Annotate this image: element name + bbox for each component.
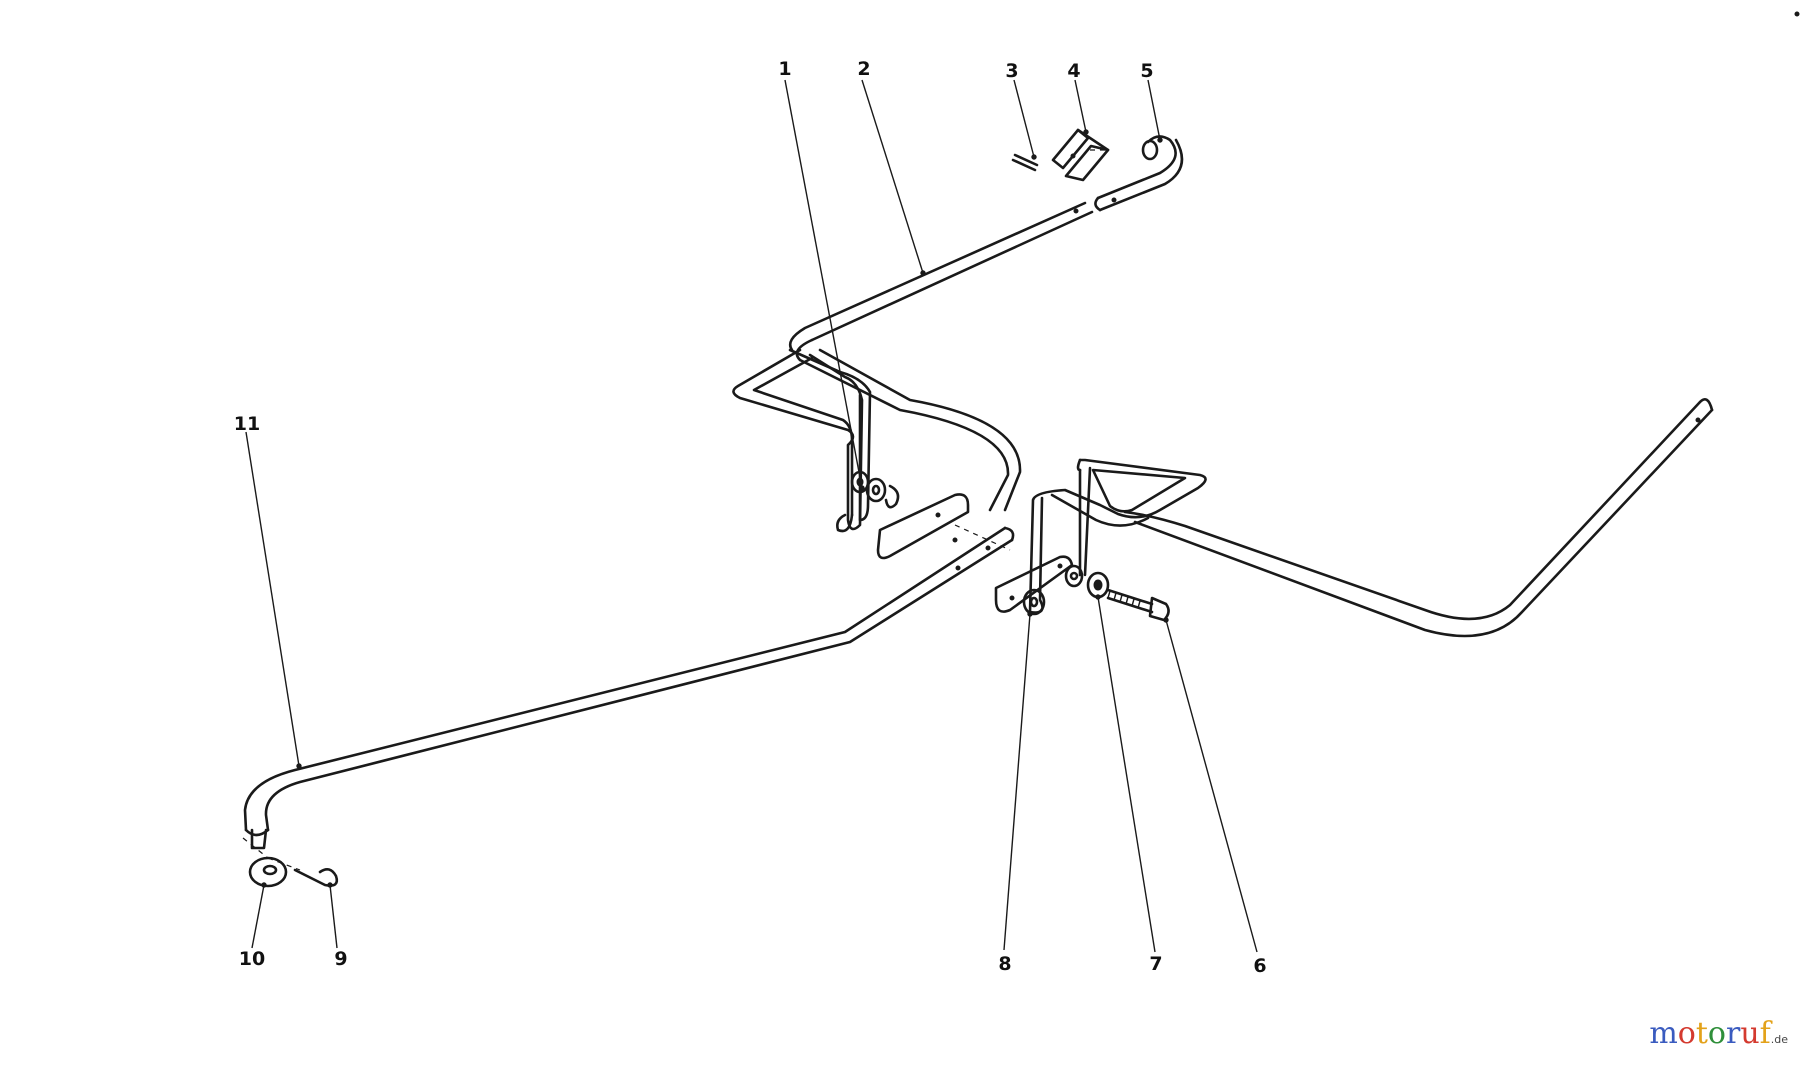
upper-rod-part-2 <box>788 201 1094 362</box>
callout-10: 10 <box>239 948 265 970</box>
pin-part-3 <box>1011 153 1039 172</box>
watermark-letter: o <box>1677 1016 1696 1051</box>
right-rod <box>1123 398 1714 638</box>
callout-9: 9 <box>334 948 347 970</box>
callout-5: 5 <box>1140 60 1153 82</box>
dashed-center-lines <box>954 149 1108 551</box>
bolt-part-6 <box>1106 588 1170 622</box>
right-bail-frame <box>1028 458 1207 614</box>
watermark-letter: m <box>1649 1016 1678 1051</box>
lower-rod-part-11 <box>243 526 1015 850</box>
washer-part-1 <box>850 470 900 509</box>
callout-1: 1 <box>778 58 791 80</box>
watermark-letter: u <box>1740 1016 1760 1051</box>
callout-6: 6 <box>1253 955 1266 977</box>
watermark-text: motoruf <box>1649 1016 1770 1051</box>
watermark-letter: o <box>1707 1016 1726 1051</box>
callout-11: 11 <box>234 413 260 435</box>
callout-2: 2 <box>857 58 870 80</box>
callout-8: 8 <box>998 953 1011 975</box>
leader-lines <box>245 79 1258 953</box>
corner-mark <box>1794 11 1800 17</box>
left-bail-frame <box>732 348 1022 533</box>
callout-4: 4 <box>1067 60 1080 82</box>
link-plate-part-8 <box>994 555 1084 616</box>
watermark-logo: motoruf.de <box>1649 1016 1788 1051</box>
watermark-letter: t <box>1695 1016 1708 1051</box>
callout-3: 3 <box>1005 60 1018 82</box>
washer-part-7 <box>1086 571 1110 599</box>
bracket-part-4 <box>1051 128 1110 182</box>
left-link-plate <box>876 493 970 560</box>
callout-7: 7 <box>1149 953 1162 975</box>
cotter-pin-part-9 <box>267 857 339 887</box>
watermark-letter: f <box>1759 1016 1771 1051</box>
watermark-suffix: .de <box>1770 1033 1788 1046</box>
watermark-letter: r <box>1725 1016 1741 1051</box>
handle-end-part-5 <box>1094 135 1184 212</box>
